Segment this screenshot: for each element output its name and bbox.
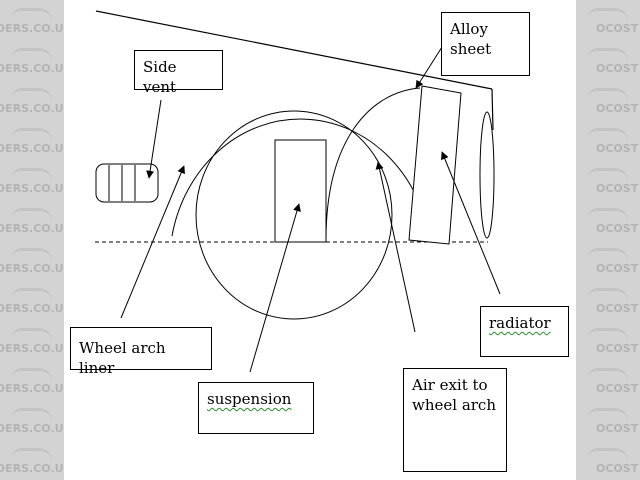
wheel-arch-liner-arc: [171, 118, 431, 243]
watermark-car-icon: [588, 8, 628, 21]
watermark-text: DERS.CO.UK LOCOST: [0, 462, 64, 475]
watermark-text: OCOST: [596, 62, 639, 75]
label-radiator-text: radiator: [489, 314, 551, 332]
watermark-car-icon: [588, 328, 628, 341]
watermark-text: DERS.CO.UK LOCOST: [0, 342, 64, 355]
watermark-text: DERS.CO.UK LOCOST: [0, 62, 64, 75]
watermark-text: OCOST: [596, 382, 639, 395]
air-exit-arc: [325, 87, 421, 241]
watermark-car-icon: [588, 48, 628, 61]
label-alloy-sheet: Alloy sheet: [441, 12, 530, 76]
radiator-front-ellipse: [479, 111, 495, 239]
label-alloy-sheet-line1: Alloy: [450, 20, 488, 38]
label-air-exit: Air exit to wheel arch: [403, 368, 507, 472]
arrow-air-exit: [375, 161, 416, 333]
watermark-text: OCOST: [596, 302, 639, 315]
label-air-exit-line1: Air exit to: [412, 376, 488, 394]
watermark-text: OCOST: [596, 262, 639, 275]
watermark-car-icon: [588, 288, 628, 301]
label-suspension-text: suspension: [207, 390, 292, 408]
watermark-strip-right: OCOST OCOST OCOST OCOST OCOST OCOST OCOST OCOST…: [576, 0, 640, 480]
watermark-text: OCOST: [596, 102, 639, 115]
watermark-car-icon: [588, 408, 628, 421]
arrow-wheel-arch-liner: [120, 165, 185, 319]
watermark-car-icon: [12, 328, 52, 341]
watermark-text: DERS.CO.UK LOCOST: [0, 142, 64, 155]
watermark-text: OCOST: [596, 182, 639, 195]
arrow-side-vent: [146, 99, 162, 179]
label-alloy-sheet-line2: sheet: [450, 40, 492, 58]
watermark-car-icon: [12, 48, 52, 61]
watermark-text: DERS.CO.UK LOCOST: [0, 382, 64, 395]
label-wheel-arch-liner: Wheel arch liner: [70, 327, 212, 377]
watermark-car-icon: [12, 248, 52, 261]
arrow-radiator: [441, 151, 501, 295]
arrow-alloy-sheet: [415, 46, 443, 89]
label-radiator: radiator: [480, 306, 569, 357]
watermark-car-icon: [12, 88, 52, 101]
watermark-car-icon: [588, 208, 628, 221]
suspension-block: [274, 139, 327, 243]
watermark-text: OCOST: [596, 142, 639, 155]
bonnet-line: [95, 10, 493, 90]
watermark-text: OCOST: [596, 22, 639, 35]
label-side-vent: Side vent: [134, 50, 223, 96]
label-wheel-arch-liner-text: Wheel arch liner: [79, 339, 166, 377]
label-air-exit-line2: wheel arch: [412, 396, 496, 414]
watermark-text: DERS.CO.UK LOCOST: [0, 302, 64, 315]
watermark-car-icon: [12, 8, 52, 21]
watermark-text: DERS.CO.UK LOCOST: [0, 422, 64, 435]
watermark-text: OCOST: [596, 342, 639, 355]
watermark-car-icon: [12, 288, 52, 301]
wheel-circle: [195, 110, 393, 320]
watermark-car-icon: [588, 128, 628, 141]
radiator-block: [408, 85, 462, 245]
watermark-text: DERS.CO.UK LOCOST: [0, 222, 64, 235]
watermark-car-icon: [12, 168, 52, 181]
watermark-car-icon: [588, 368, 628, 381]
watermark-car-icon: [12, 368, 52, 381]
watermark-text: OCOST: [596, 462, 639, 475]
watermark-text: DERS.CO.UK LOCOST: [0, 262, 64, 275]
watermark-car-icon: [12, 208, 52, 221]
watermark-car-icon: [12, 448, 52, 461]
watermark-text: DERS.CO.UK LOCOST: [0, 22, 64, 35]
label-suspension: suspension: [198, 382, 314, 434]
bonnet-front-edge: [491, 88, 494, 131]
side-vent: [95, 163, 159, 203]
watermark-car-icon: [588, 88, 628, 101]
watermark-text: OCOST: [596, 422, 639, 435]
watermark-car-icon: [12, 128, 52, 141]
watermark-text: OCOST: [596, 222, 639, 235]
arrow-suspension: [249, 203, 301, 373]
watermark-car-icon: [588, 448, 628, 461]
label-side-vent-text: Side vent: [143, 58, 177, 96]
watermark-car-icon: [588, 168, 628, 181]
watermark-text: DERS.CO.UK LOCOST: [0, 182, 64, 195]
watermark-car-icon: [12, 408, 52, 421]
watermark-car-icon: [588, 248, 628, 261]
watermark-strip-left: DERS.CO.UK LOCOST DERS.CO.UK LOCOST DERS.C…: [0, 0, 64, 480]
watermark-text: DERS.CO.UK LOCOST: [0, 102, 64, 115]
